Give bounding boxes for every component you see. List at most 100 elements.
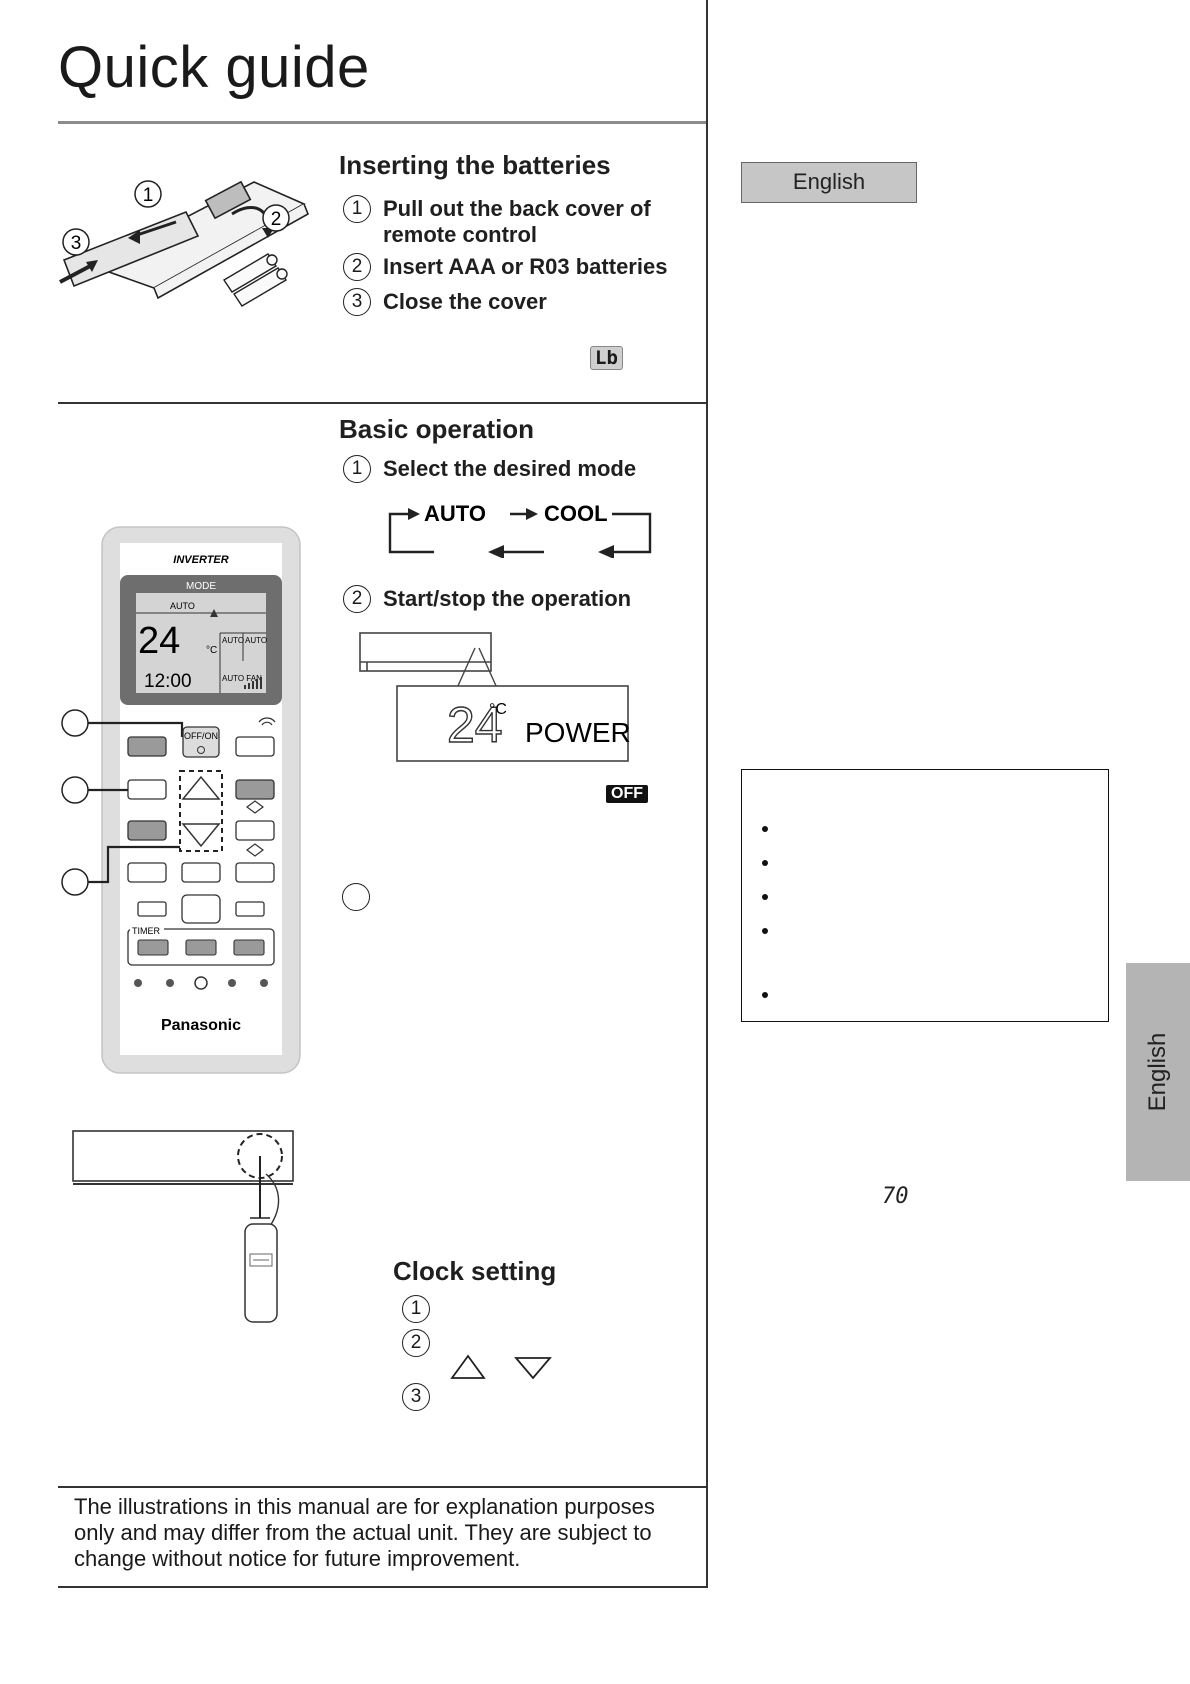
operation-step-1: 1 Select the desired mode: [343, 455, 637, 483]
timer-button: [233, 939, 265, 956]
mode-cycle-diagram: AUTO COOL: [388, 501, 652, 558]
step-number: 1: [343, 195, 371, 223]
indicator-dots: [134, 976, 268, 990]
indoor-unit-display-illustration: 24 °C POWER: [359, 632, 631, 762]
page-title: Quick guide: [58, 35, 370, 100]
remote-control-illustration: INVERTER MODE AUTO 24 °C AUTO AUTO 12:00…: [61, 526, 301, 1074]
footer-top-rule: [58, 1486, 707, 1488]
remote-button: [235, 820, 275, 841]
language-selector[interactable]: English: [741, 162, 917, 203]
battery-icon: [223, 253, 288, 307]
remote-button: [127, 736, 167, 757]
timer-label: TIMER: [132, 926, 160, 936]
arrow-left-icon: [488, 545, 504, 558]
remote-button: [181, 862, 221, 883]
indoor-unit-icon: [72, 1130, 294, 1182]
close-arrow: [59, 262, 95, 284]
remote-swing-auto: AUTO: [222, 636, 244, 645]
down-triangle-icon: [514, 1357, 552, 1380]
swing-horizontal-icon: [246, 843, 264, 857]
up-triangle-icon: [450, 1354, 486, 1379]
notes-box: [741, 769, 1109, 1022]
remote-button: [235, 901, 265, 917]
clock-arrows: [450, 1354, 552, 1380]
temperature-keys-highlight: [179, 770, 223, 852]
display-unit: °C: [489, 701, 507, 718]
wireless-icon: [258, 717, 276, 726]
remote-button: [127, 820, 167, 841]
step-text: Insert AAA or R03 batteries: [383, 254, 668, 279]
footer-bottom-rule: [58, 1586, 707, 1588]
step-number: 2: [343, 253, 371, 281]
batteries-heading: Inserting the batteries: [339, 150, 611, 180]
clock-step-2: 2: [402, 1329, 430, 1357]
display-status: POWER: [525, 717, 631, 748]
arrow-left-icon: [598, 545, 614, 558]
step-text: Close the cover: [383, 289, 547, 314]
display-panel: [396, 685, 629, 762]
remote-brand-label: Panasonic: [161, 1017, 241, 1034]
step-number: 1: [402, 1295, 430, 1323]
page-marker: 70: [882, 1184, 909, 1209]
step-text: Start/stop the operation: [383, 586, 632, 611]
callout-circle: [61, 776, 89, 804]
fan-level-icon: [244, 677, 262, 689]
remote-button: [235, 736, 275, 757]
side-tab-label: English: [1144, 1032, 1171, 1112]
empty-step-marker: [342, 883, 370, 911]
bullet-icon: [762, 992, 768, 998]
remote-button: [137, 901, 167, 917]
slide-arrow: [133, 220, 177, 238]
remote-inverter-label: INVERTER: [173, 554, 228, 566]
power-button-label: OFF/ON: [184, 731, 218, 741]
battery-step-2: 2 Insert AAA or R03 batteries: [343, 253, 668, 281]
callout-circle: [134, 180, 162, 208]
column-divider: [706, 0, 708, 1588]
step-number: 3: [402, 1383, 430, 1411]
bullet-icon: [762, 860, 768, 866]
callout-label: 1: [143, 185, 154, 206]
swing-vertical-icon: [246, 800, 264, 814]
arrow-right-icon: [408, 508, 420, 520]
handheld-remote-icon: [244, 1223, 278, 1323]
remote-mode-label: MODE: [186, 581, 216, 592]
remote-clock: 12:00: [144, 671, 192, 692]
operation-step-2: 2 Start/stop the operation: [343, 585, 632, 613]
battery-step-3: 3 Close the cover: [343, 288, 547, 316]
callout-circle: [61, 709, 89, 737]
section-divider: [58, 402, 707, 404]
language-side-tab: English: [1126, 963, 1190, 1181]
mode-cool-label: COOL: [544, 501, 608, 526]
remote-button: [235, 779, 275, 800]
remote-button: [127, 862, 167, 883]
indoor-unit-icon: [359, 632, 492, 672]
remote-temp-unit: °C: [206, 645, 217, 656]
callout-circle: [262, 204, 290, 232]
step-text: Select the desired mode: [383, 456, 637, 481]
remote-button: [235, 862, 275, 883]
callout-circle: [61, 868, 89, 896]
remote-button: [181, 894, 221, 924]
title-divider: [58, 121, 707, 124]
callout-label: 2: [271, 209, 282, 230]
display-temperature: 24: [447, 697, 503, 753]
remote-temperature: 24: [138, 620, 180, 662]
clock-step-3: 3: [402, 1383, 430, 1411]
remote-fan-label: AUTO FAN: [222, 674, 262, 683]
bullet-icon: [762, 826, 768, 832]
callout-circle: [62, 228, 90, 256]
basic-operation-heading: Basic operation: [339, 414, 535, 444]
step-number: 2: [402, 1329, 430, 1357]
lcd-indicator-badge: Lb: [590, 346, 623, 370]
power-button: [182, 726, 220, 758]
lcd-screen: [136, 593, 266, 693]
timer-button: [137, 939, 169, 956]
remote-button: [127, 779, 167, 800]
clock-setting-heading: Clock setting: [393, 1256, 557, 1286]
step-number: 1: [343, 455, 371, 483]
timer-button: [185, 939, 217, 956]
timer-group: [127, 928, 275, 966]
battery-insertion-illustration: 1 2 3: [59, 180, 310, 307]
callout-leaders: [88, 721, 184, 884]
receiver-illustration: [72, 1130, 294, 1323]
